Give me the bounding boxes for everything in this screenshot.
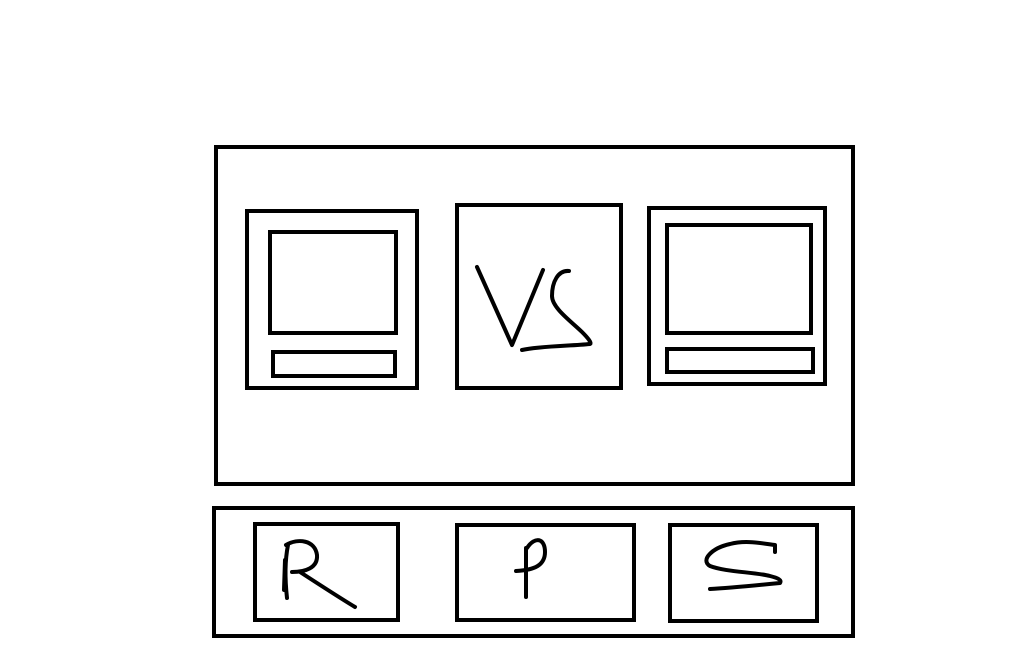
- rock-button[interactable]: R: [253, 522, 400, 622]
- paper-button[interactable]: P: [455, 523, 636, 622]
- versus-box: VS: [455, 203, 623, 390]
- opponent-name-bar: [665, 347, 815, 374]
- player-name-bar: [271, 350, 397, 378]
- player-choice-display: [268, 230, 398, 335]
- scissors-button[interactable]: S: [668, 523, 819, 623]
- opponent-choice-display: [665, 223, 813, 335]
